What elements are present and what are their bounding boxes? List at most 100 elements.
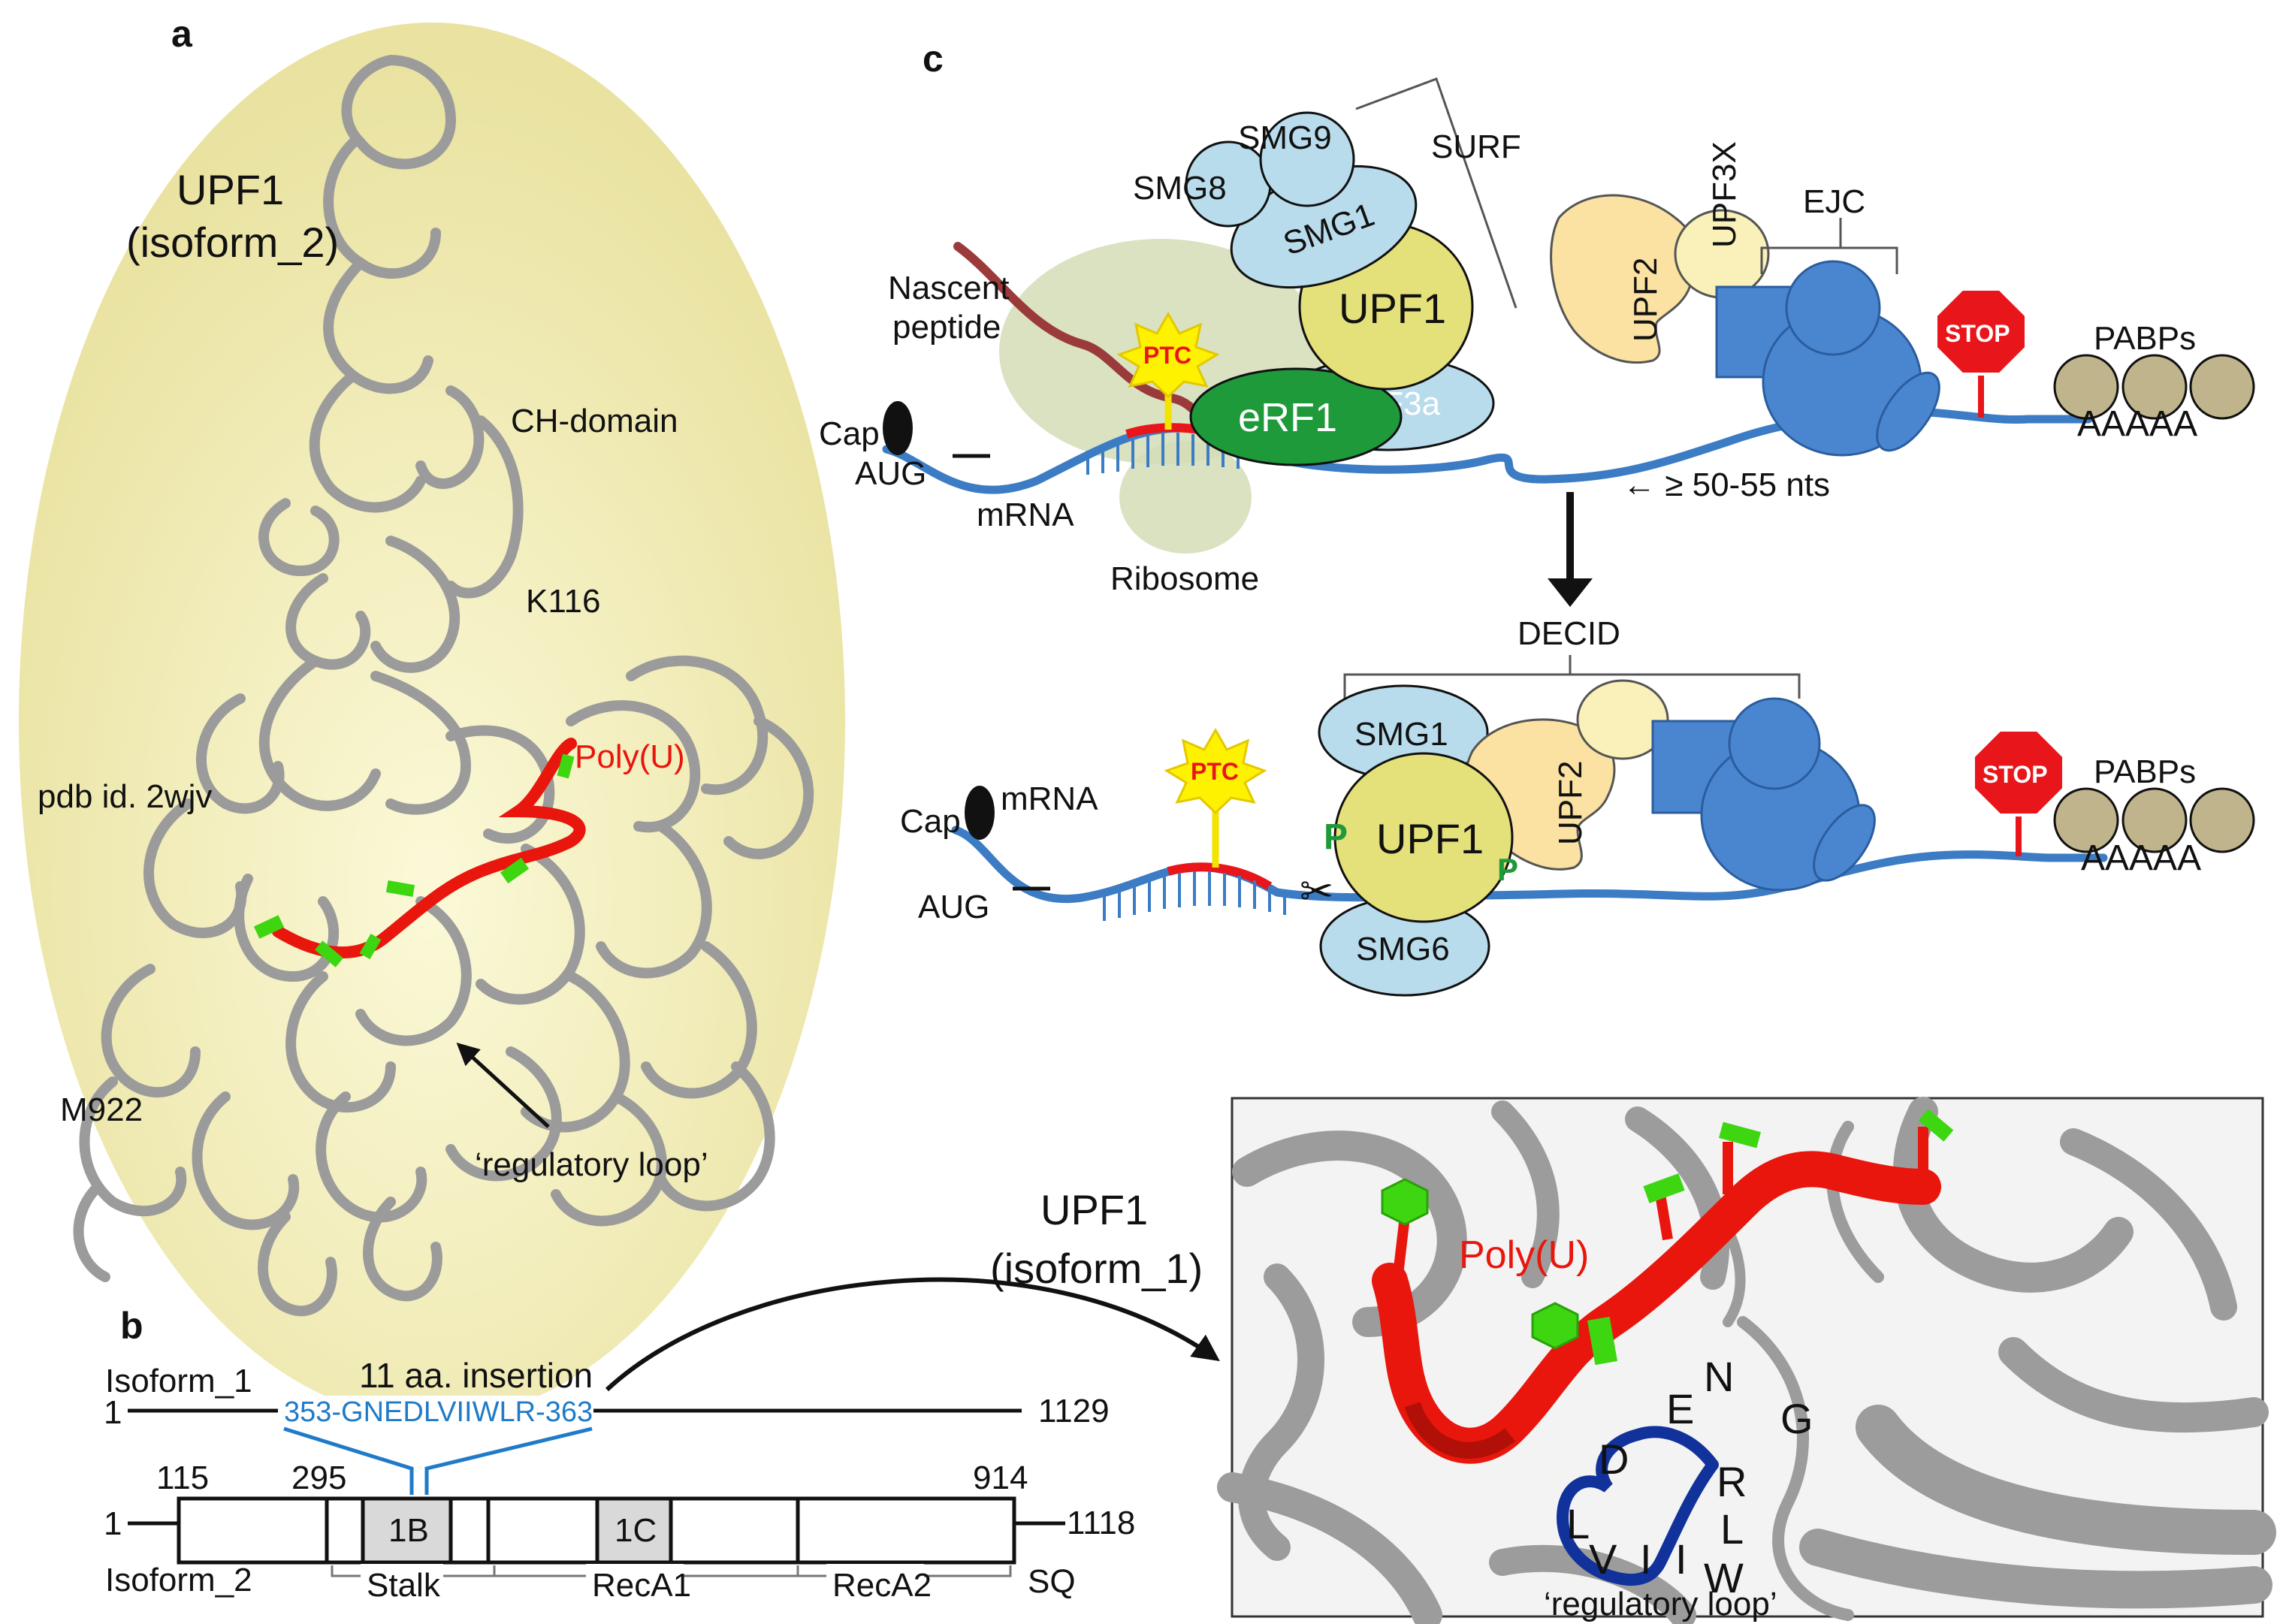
panel-b: b Isoform_1 11 aa. insertion 1 1129 353-… [104,1277,1220,1604]
stop-sign-top [1934,288,2028,376]
aug-label-top: AUG [855,455,926,492]
ptc-label-top: PTC [1143,342,1191,369]
pabp-bottom-2 [2121,787,2188,853]
insertion-sequence: 353-GNEDLVIIWLR-363 [284,1396,593,1428]
reca1-label-bg [586,1564,684,1601]
isoform1-label: Isoform_1 [105,1363,252,1399]
stalk-label-bg [361,1564,443,1601]
phospho-label-left: P [1324,817,1348,857]
smg9-label: SMG9 [1238,119,1332,156]
ptc-burst-top [1116,311,1220,399]
sq-label: SQ [1028,1563,1076,1600]
polya-label-bottom: AAAAA [2081,838,2201,878]
residue-i2: I [1675,1535,1687,1583]
cap-top [883,401,913,455]
panel-b-letter: b [120,1305,143,1347]
upf1-node-bottom [1333,752,1514,923]
decid-bracket [1343,655,1801,699]
polyu-rna-inset [1372,1109,1954,1464]
upf2-label-bottom: UPF2 [1552,761,1589,845]
panel-c-letter: c [923,38,944,80]
m922-label: M922 [60,1091,143,1128]
polyu-label-inset: Poly(U) [1459,1233,1589,1277]
inset-ribbon-structure [1217,1097,2276,1624]
panel-a: a [19,13,845,1420]
upf1-label-bottom: UPF1 [1376,815,1484,862]
insertion-title: 11 aa. insertion [359,1356,593,1395]
regulatory-loop-label-a: ‘regulatory loop’ [475,1146,708,1183]
phospho-label-right: P [1497,852,1518,887]
pabp-bottom-1 [2053,787,2119,853]
insertion-seq-bg [278,1396,593,1426]
cap-label-top: Cap [819,415,880,452]
stop-label-top: STOP [1945,320,2010,347]
residue-r: R [1717,1458,1747,1505]
pabp-top-1 [2053,354,2119,420]
stalk-label: Stalk [367,1567,441,1604]
isoform1-end: 1129 [1038,1393,1110,1429]
polyu-label-a: Poly(U) [575,738,685,775]
upf1-isoform2-title-line1: UPF1 [177,166,284,213]
pos-295: 295 [291,1459,346,1496]
pos-115: 115 [156,1459,209,1496]
upf1-label-top: UPF1 [1339,285,1446,332]
distance-label: ← ≥ 50-55 nts [1623,466,1830,503]
upf2-node-top [1550,194,1699,364]
regulatory-loop-arrow-a [456,1042,550,1128]
polyu-rna-a [253,738,586,967]
mrna-label-bottom: mRNA [1001,780,1098,817]
ejc-bracket [1760,218,1898,274]
k116-label: K116 [526,583,601,620]
structure-halo [19,23,845,1420]
pabps-label-bottom: PABPs [2094,753,2196,790]
stop-label-bottom: STOP [1983,761,2048,788]
residue-e: E [1666,1385,1694,1432]
upf1-ribbon-structure [73,55,814,1317]
surf-label: SURF [1431,128,1521,165]
erf1-label: eRF1 [1238,395,1337,440]
polya-label-top: AAAAA [2077,404,2197,444]
insertion-to-inset-arrow [605,1277,1220,1392]
nascent-label-2: peptide [892,309,1001,346]
reca1-label: RecA1 [592,1567,691,1604]
domain-bar [177,1496,1016,1565]
residue-l2: L [1720,1505,1744,1553]
ejc-label: EJC [1803,183,1865,220]
pdb-id-label: pdb id. 2wjv [38,778,212,815]
surf-bracket [1355,77,1517,309]
upf3x-label: UPF3X [1706,141,1743,248]
isoform2-end: 1118 [1067,1505,1135,1541]
inset-title-line1: UPF1 [1040,1186,1148,1233]
ptc-burst-bottom [1164,727,1267,815]
residue-w: W [1704,1554,1744,1601]
residue-g: G [1780,1395,1813,1442]
ribosome-label: Ribosome [1110,560,1259,597]
smg8-label: SMG8 [1133,170,1227,207]
nascent-label-1: Nascent [888,270,1009,306]
reca2-label-bg [826,1564,924,1601]
regulatory-loop-label-inset: ‘regulatory loop’ [1544,1586,1777,1622]
aug-label-bottom: AUG [918,889,989,925]
isoform2-start: 1 [104,1505,122,1542]
inset-title-line2: (isoform_1) [990,1245,1203,1292]
pabp-top-2 [2121,354,2188,420]
cleavage-scissors-icon: ✂ [1300,869,1333,914]
regulatory-loop-inset [1556,1426,1719,1586]
decid-label: DECID [1517,615,1620,652]
upf2-label-top: UPF2 [1627,258,1664,342]
box-1b: 1B [388,1512,429,1549]
residue-i1: I [1640,1535,1652,1583]
pabp-bottom-3 [2189,787,2255,853]
mrna-label-top: mRNA [977,497,1074,533]
decid-down-arrow-head [1548,578,1593,607]
smg1-label-bottom: SMG1 [1354,716,1448,753]
residue-v: V [1589,1535,1617,1583]
smg9-node [1259,111,1355,207]
ptc-label-bottom: PTC [1191,758,1239,785]
inset-panel: UPF1 (isoform_1) [990,1097,2276,1624]
insertion-connector [283,1426,593,1495]
residue-d: D [1599,1435,1629,1483]
isoform1-start: 1 [104,1394,122,1431]
ejc-bottom [1651,697,1876,892]
